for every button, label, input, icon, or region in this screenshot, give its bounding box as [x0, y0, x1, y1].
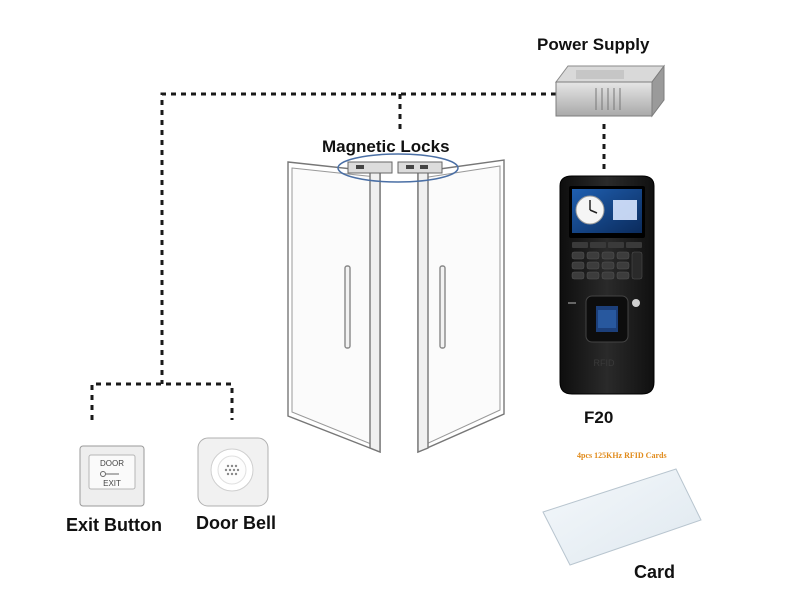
door-bell-icon: [197, 437, 269, 507]
exit-button-label: Exit Button: [66, 515, 162, 535]
right-door: [417, 159, 505, 454]
f20-device-icon: RFID: [559, 175, 655, 395]
power-supply-icon: [555, 64, 665, 118]
wire-power-to-exit: [160, 92, 556, 384]
fingerprint-sensor-icon: [585, 295, 629, 343]
keypad: [571, 251, 643, 280]
rfid-cards-note: 4pcs 125KHz RFID Cards: [577, 451, 667, 460]
power-supply-label: Power Supply: [537, 35, 650, 54]
function-keys: [572, 242, 642, 248]
svg-text:RFID: RFID: [594, 358, 615, 368]
door-bell-label: Door Bell: [196, 513, 277, 533]
wire-exit-bell-branch: [90, 382, 234, 420]
magnetic-locks-label: Magnetic Locks: [322, 137, 450, 156]
wiring: [90, 92, 606, 420]
rfid-card-icon: [542, 468, 702, 566]
exit-button-icon: DOOR EXIT: [79, 445, 145, 507]
double-door: [287, 159, 505, 454]
exit-button-face-line1: DOOR: [100, 459, 124, 468]
card-label: Card: [634, 562, 676, 582]
exit-button-face-line2: EXIT: [103, 479, 121, 488]
magnetic-locks-icon: [337, 153, 459, 183]
device-label: F20: [584, 408, 614, 427]
left-door: [287, 161, 381, 454]
